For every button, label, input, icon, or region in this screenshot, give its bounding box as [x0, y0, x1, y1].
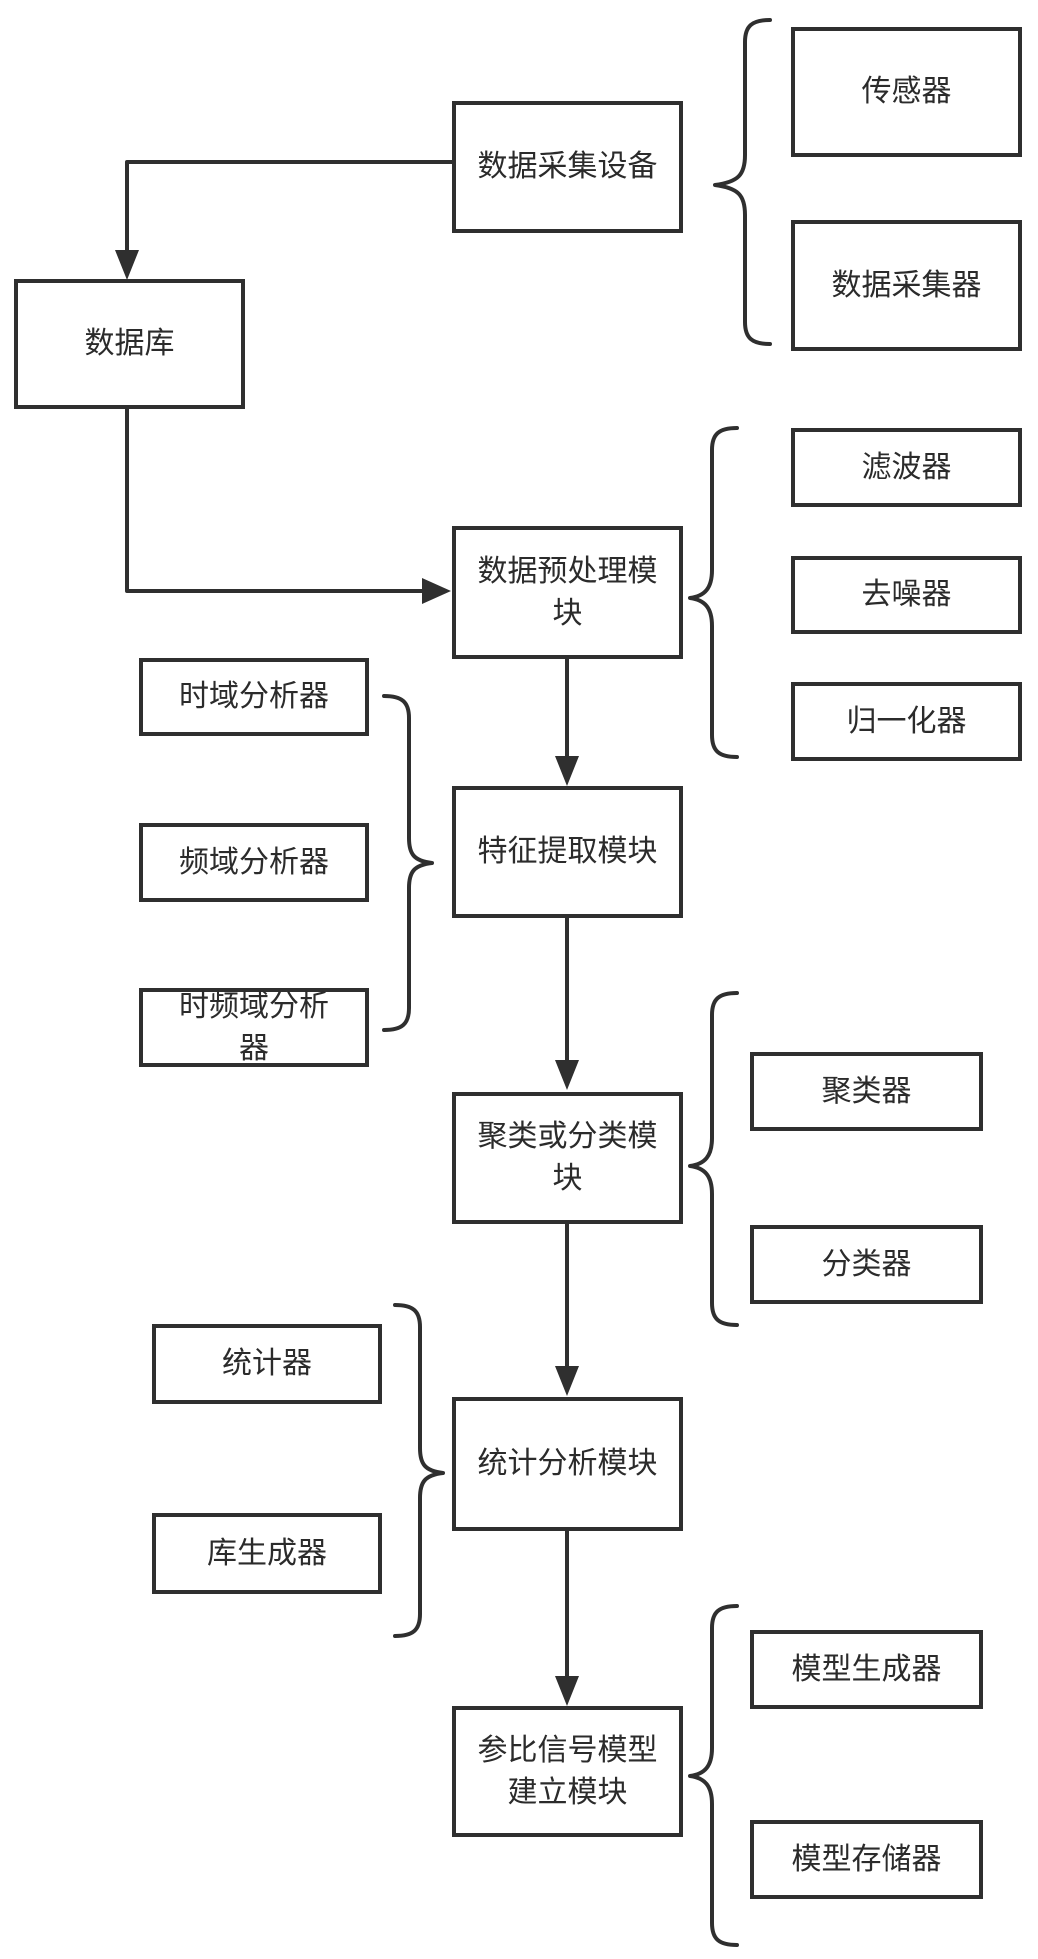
brace-model-components — [690, 1606, 737, 1945]
filter-box: 滤波器 — [791, 428, 1022, 507]
denoiser-label: 去噪器 — [862, 574, 952, 616]
model-storage-label: 模型存储器 — [792, 1839, 942, 1881]
counter-box: 统计器 — [152, 1324, 382, 1404]
arrowhead-clustering — [555, 1060, 579, 1090]
arrowhead-model — [555, 1676, 579, 1706]
feature-extraction-module: 特征提取模块 — [452, 786, 683, 918]
acquisition-module-label: 数据采集设备 — [478, 146, 658, 188]
preprocessing-module: 数据预处理模块 — [452, 526, 683, 659]
clustering-classification-module: 聚类或分类模块 — [452, 1092, 683, 1224]
time-domain-analyzer-box: 时域分析器 — [139, 658, 369, 736]
time-domain-analyzer-label: 时域分析器 — [179, 676, 329, 718]
statistical-analysis-module: 统计分析模块 — [452, 1397, 683, 1531]
database-module: 数据库 — [14, 279, 245, 409]
preprocessing-module-label: 数据预处理模块 — [466, 551, 669, 635]
arrow-database-to-preprocessing — [127, 408, 424, 591]
library-generator-box: 库生成器 — [152, 1513, 382, 1594]
normalizer-label: 归一化器 — [847, 701, 967, 743]
model-storage-box: 模型存储器 — [750, 1820, 983, 1899]
normalizer-box: 归一化器 — [791, 682, 1022, 761]
sensor-label: 传感器 — [862, 71, 952, 113]
model-building-module: 参比信号模型建立模块 — [452, 1706, 683, 1837]
frequency-domain-analyzer-box: 频域分析器 — [139, 823, 369, 902]
time-frequency-analyzer-label: 时频域分析器 — [171, 986, 337, 1070]
model-generator-box: 模型生成器 — [750, 1630, 983, 1709]
time-frequency-analyzer-box: 时频域分析器 — [139, 988, 369, 1067]
library-generator-label: 库生成器 — [207, 1533, 327, 1575]
frequency-domain-analyzer-label: 频域分析器 — [179, 842, 329, 884]
classifier-label: 分类器 — [822, 1244, 912, 1286]
clusterer-box: 聚类器 — [750, 1052, 983, 1131]
arrow-acquisition-to-database — [127, 162, 452, 250]
brace-acquisition-components — [715, 20, 770, 344]
feature-extraction-module-label: 特征提取模块 — [478, 831, 658, 873]
statistical-analysis-module-label: 统计分析模块 — [478, 1443, 658, 1485]
data-collector-label: 数据采集器 — [832, 265, 982, 307]
clusterer-label: 聚类器 — [822, 1071, 912, 1113]
brace-statistics-components — [395, 1305, 443, 1636]
database-module-label: 数据库 — [85, 323, 175, 365]
classifier-box: 分类器 — [750, 1225, 983, 1304]
model-building-module-label: 参比信号模型建立模块 — [466, 1730, 669, 1814]
data-collector-box: 数据采集器 — [791, 220, 1022, 351]
model-generator-label: 模型生成器 — [792, 1649, 942, 1691]
brace-preprocessing-components — [690, 428, 737, 757]
filter-label: 滤波器 — [862, 447, 952, 489]
clustering-classification-module-label: 聚类或分类模块 — [466, 1116, 669, 1200]
counter-label: 统计器 — [222, 1343, 312, 1385]
arrowhead-statistics — [555, 1366, 579, 1396]
brace-feature-components — [384, 696, 432, 1030]
arrowhead-preprocessing — [422, 578, 451, 604]
acquisition-module: 数据采集设备 — [452, 101, 683, 233]
arrowhead-feature — [555, 756, 579, 786]
brace-clustering-components — [690, 993, 737, 1325]
sensor-box: 传感器 — [791, 27, 1022, 157]
arrowhead-database — [115, 250, 139, 280]
denoiser-box: 去噪器 — [791, 556, 1022, 634]
